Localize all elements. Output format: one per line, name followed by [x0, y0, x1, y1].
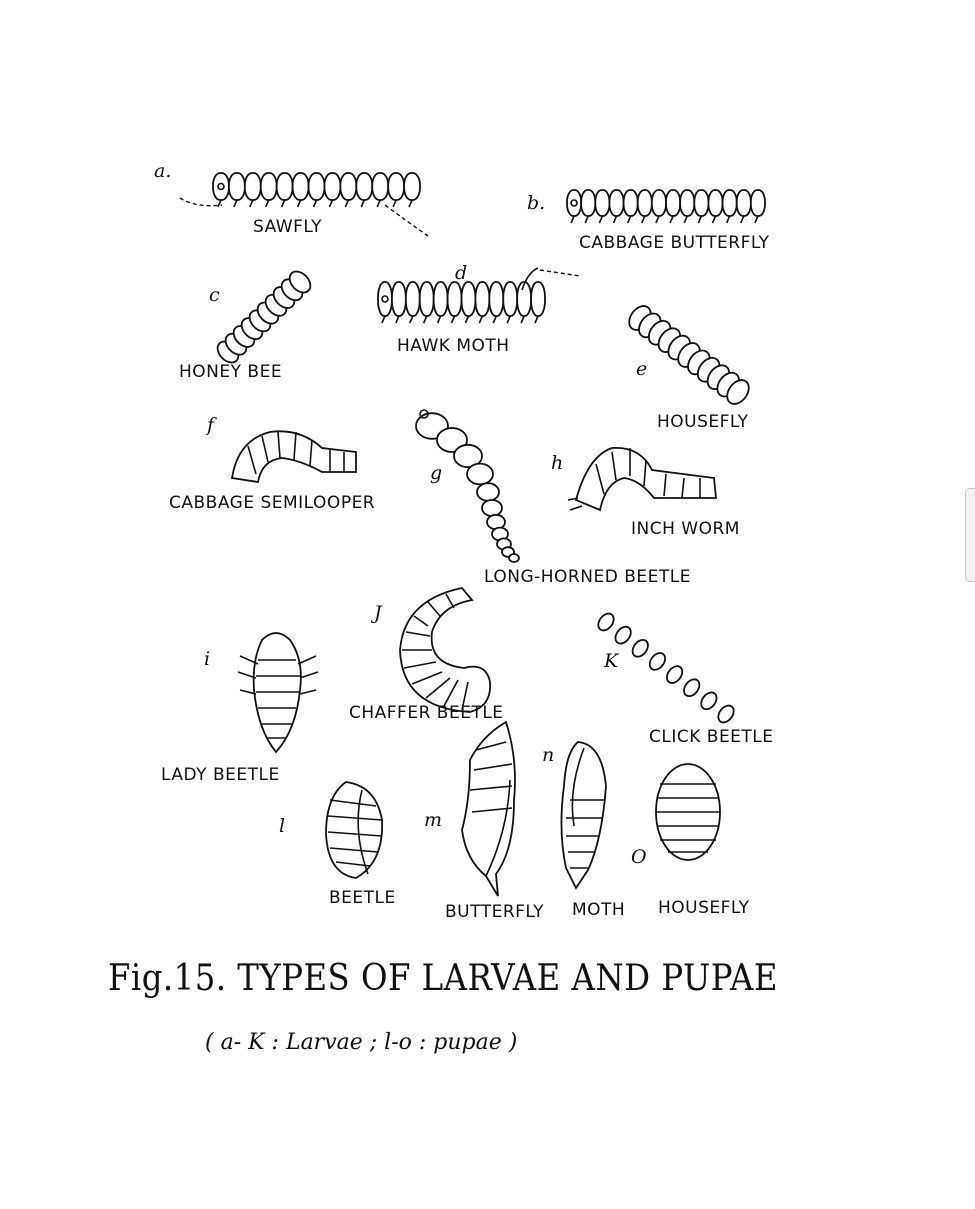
housefly-larva	[628, 305, 750, 405]
butterfly-pupa	[461, 720, 516, 897]
click-beetle-larva	[597, 612, 735, 724]
letter-o: O	[631, 846, 647, 868]
label-housefly-pupa: HOUSEFLY	[658, 898, 750, 918]
letter-k: K	[604, 650, 619, 672]
label-sawfly: SAWFLY	[253, 217, 322, 237]
label-honey-bee: HONEY BEE	[179, 362, 283, 382]
housefly-pupa	[655, 763, 721, 861]
letter-f: f	[207, 414, 215, 436]
lady-beetle-larva	[237, 632, 319, 754]
label-inch-worm: INCH WORM	[631, 519, 740, 539]
hawk-moth-larva	[377, 267, 581, 324]
label-lady-beetle: LADY BEETLE	[161, 765, 280, 785]
letter-i: i	[204, 648, 211, 670]
honey-bee-larva	[216, 270, 312, 364]
beetle-pupa	[325, 781, 383, 879]
letter-n: n	[542, 744, 555, 766]
scroll-handle[interactable]	[965, 488, 975, 582]
label-long-horned-beetle: LONG-HORNED BEETLE	[484, 567, 691, 587]
label-moth-pupa: MOTH	[572, 900, 626, 920]
sawfly-larva	[179, 172, 429, 237]
label-chaffer-beetle: CHAFFER BEETLE	[349, 703, 504, 723]
figure-subcaption: ( a- K : Larvae ; l-o : pupae )	[205, 1030, 518, 1055]
inch-worm-larva	[567, 447, 717, 512]
letter-a: a.	[154, 160, 172, 182]
label-cabbage-semilooper: CABBAGE SEMILOOPER	[169, 493, 376, 513]
chaffer-beetle-larva	[399, 587, 492, 713]
figure-caption: Fig.15. TYPES OF LARVAE AND PUPAE	[108, 958, 778, 999]
letter-g: g	[430, 462, 443, 484]
cabbage-butterfly-larva	[566, 189, 766, 224]
cabbage-semilooper-larva	[230, 430, 357, 484]
label-butterfly-pupa: BUTTERFLY	[445, 902, 545, 922]
label-click-beetle: CLICK BEETLE	[649, 727, 774, 747]
letter-l: l	[279, 815, 286, 837]
long-horned-beetle-larva	[415, 409, 520, 563]
label-hawk-moth: HAWK MOTH	[397, 336, 510, 356]
letter-c: c	[209, 284, 220, 306]
moth-pupa	[560, 741, 607, 890]
letter-b: b.	[527, 192, 546, 214]
letter-e: e	[636, 358, 648, 380]
letter-d: d	[455, 262, 468, 284]
letter-j: J	[374, 602, 382, 624]
letter-m: m	[424, 809, 443, 831]
label-housefly-larva: HOUSEFLY	[657, 412, 749, 432]
label-beetle-pupa: BEETLE	[329, 888, 396, 908]
letter-h: h	[551, 452, 564, 474]
label-cabbage-butterfly: CABBAGE BUTTERFLY	[579, 233, 770, 253]
